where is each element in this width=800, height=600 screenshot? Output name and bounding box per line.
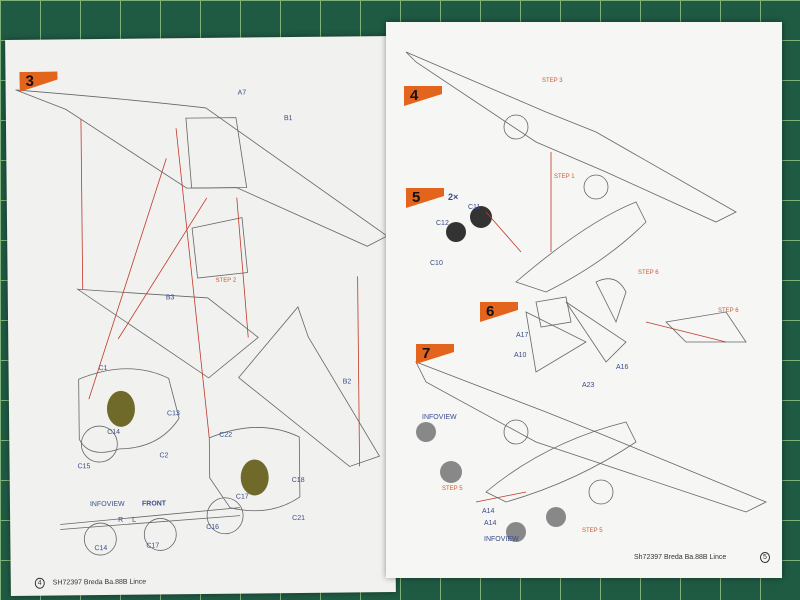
part-label: C22 [219,431,233,439]
infoview-r: R [118,516,124,524]
step-reference: STEP 5 [582,528,603,534]
footer-text: Sh72397 Breda Ba.88B Lince [634,554,727,561]
part-label: B1 [283,115,293,123]
part-label: A23 [582,382,595,389]
footer-text: SH72397 Breda Ba.88B Lince [52,578,147,587]
part-label: A14 [484,520,497,527]
page-number: 5 [760,552,770,563]
steps-4-7-diagram [405,51,767,542]
part-label: C16 [206,523,220,531]
part-label: B3 [165,294,175,302]
step-reference: STEP 6 [638,270,659,276]
part-label: C10 [430,260,443,267]
part-label: C14 [107,428,121,436]
part-label: C11 [468,204,481,211]
infoview-label: INFOVIEW [484,536,519,543]
part-label: C14 [94,544,108,553]
part-label: C2 [159,452,169,460]
part-label: A14 [482,508,495,515]
infoview-title: INFOVIEW [89,500,125,509]
part-label: C21 [292,514,306,523]
part-label: C17 [235,493,249,501]
step-reference: STEP 1 [554,174,575,180]
step3-diagram [15,89,388,556]
part-label: A17 [516,332,529,339]
left-instruction-page: 3 A7 B1 STEP 2 B3 B2 C1 C13 C14 C15 C2 C… [5,35,396,597]
infoview-l: L [132,516,137,524]
part-label: C17 [146,542,160,550]
part-label: C12 [436,220,449,227]
quantity-label: 2× [448,192,459,202]
right-instruction-page: 4 5 6 7 STEP 3 STEP 1 2× C11 C12 C10 STE… [386,22,782,578]
step-reference: STEP 6 [718,308,739,314]
part-label: C1 [98,364,108,373]
step-reference: STEP 2 [215,277,237,284]
part-label: C18 [291,476,305,485]
part-label: B2 [342,378,352,386]
page-number: 4 [34,577,45,589]
infoview-front: FRONT [141,500,167,508]
part-label: C15 [77,463,91,471]
infoview-label: INFOVIEW [422,414,457,421]
part-label: A7 [237,89,247,97]
part-label: A10 [514,352,527,359]
step-reference: STEP 3 [542,78,563,84]
part-label: C13 [166,410,180,418]
part-label: A16 [616,364,629,371]
step-reference: STEP 5 [442,486,463,492]
